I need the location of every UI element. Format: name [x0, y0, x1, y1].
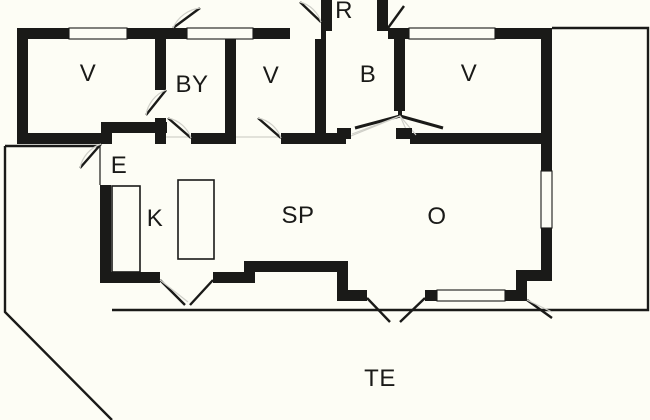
- room-label-sp-dining: SP: [281, 202, 315, 229]
- room-label-e-entry: E: [110, 152, 128, 179]
- windows: [68, 27, 553, 302]
- exterior-walls: [17, 0, 552, 270]
- door-swings: [79, 1, 553, 323]
- room-label-v-northwest: V: [79, 60, 97, 87]
- room-label-te-terrace: TE: [364, 365, 396, 392]
- room-label-r-top: R: [335, 0, 353, 24]
- interior-walls: [101, 28, 541, 144]
- room-label-v-northeast: V: [460, 60, 478, 87]
- fixtures: [111, 179, 215, 273]
- room-label-v-north-mid: V: [262, 62, 280, 89]
- lower-walls: [100, 185, 552, 301]
- fixture-island: [177, 179, 215, 260]
- thin-partition-lines: [99, 31, 320, 185]
- room-label-by-utility: BY: [175, 71, 209, 98]
- fixture-cabinet-left: [111, 185, 141, 273]
- room-label-o-living: O: [427, 203, 447, 230]
- room-label-k-kitchen: K: [146, 205, 164, 232]
- room-label-b-bath: B: [359, 61, 377, 88]
